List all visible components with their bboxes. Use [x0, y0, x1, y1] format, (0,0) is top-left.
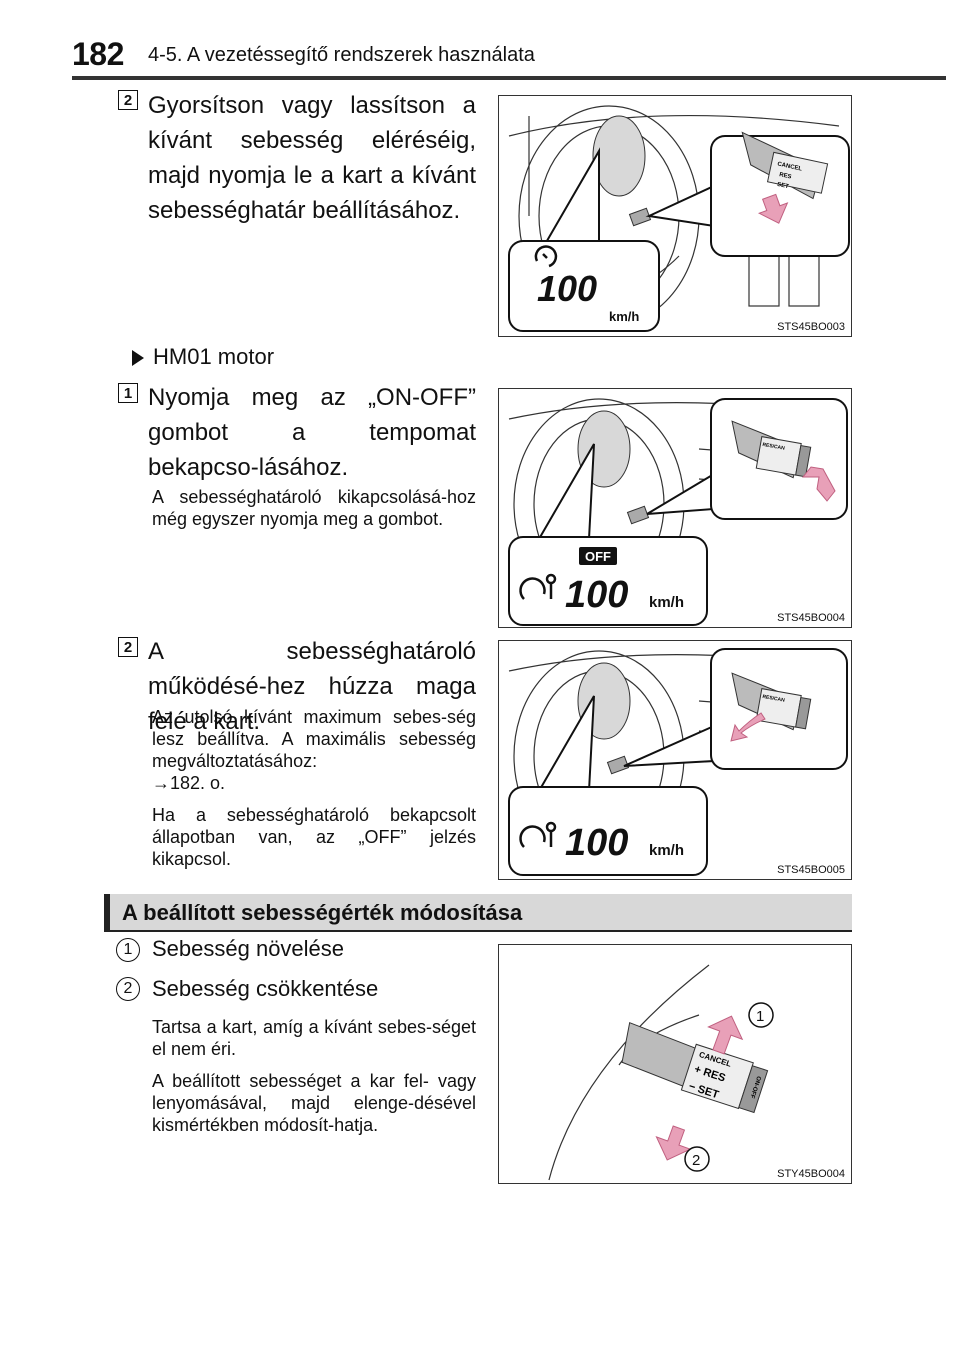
arrow-bullet-icon [132, 350, 144, 366]
callout-2: 2 [692, 1152, 700, 1169]
off-indicator: OFF [585, 549, 611, 564]
step-notes: Az utolsó kívánt maximum sebes-ség lesz … [152, 706, 476, 880]
cluster-illustration: RES/CAN OFF 100 km/h [508, 398, 848, 626]
speed-display-value: 100 [565, 822, 628, 864]
page-number: 182 [72, 36, 124, 72]
note-paragraph: Ha a sebességhatároló bekapcsolt állapot… [152, 805, 476, 869]
chapter-title: 4-5. A vezetéssegítő rendszerek használa… [148, 44, 535, 66]
svg-text:CANCEL: CANCEL [777, 161, 803, 172]
svg-text:SET: SET [777, 182, 790, 190]
speed-display-unit: km/h [649, 842, 684, 859]
list-item: Sebesség növelése [152, 936, 345, 961]
figure-lever-press-down: CANCEL RES SET 100 km/h STS45BO003 [498, 95, 852, 337]
figure-code: STS45BO004 [777, 612, 845, 624]
figure-code: STY45BO004 [777, 1168, 845, 1180]
step-badge: 2 [118, 637, 138, 657]
step-text: A sebességhatároló működésé-hez húzza ma… [148, 638, 476, 735]
speed-display-value: 100 [565, 574, 628, 616]
cluster-illustration: CANCEL RES SET 100 km/h [508, 105, 850, 332]
item-number: 2 [116, 977, 140, 1001]
figure-onoff-button: RES/CAN OFF 100 km/h STS45BO004 [498, 388, 852, 628]
step-text: Gyorsítson vagy lassítson a kívánt sebes… [148, 92, 476, 224]
note-paragraph: Az utolsó kívánt maximum sebes-ség lesz … [152, 707, 476, 771]
svg-text:RES: RES [779, 172, 792, 180]
svg-text:RES/CAN: RES/CAN [762, 694, 786, 704]
page-reference: →182. o. [152, 773, 226, 793]
step-badge: 2 [118, 90, 138, 110]
section-rule [104, 930, 852, 932]
speed-display-value: 100 [537, 268, 597, 309]
engine-heading: HM01 motor [153, 344, 275, 369]
svg-text:RES/CAN: RES/CAN [762, 442, 786, 452]
item-number: 1 [116, 938, 140, 962]
note-paragraph: Tartsa a kart, amíg a kívánt sebes-séget… [152, 1017, 476, 1059]
callout-1: 1 [756, 1008, 764, 1025]
lever-illustration: CANCEL + RES − SET ON-OFF 1 2 [548, 964, 774, 1181]
speed-display-unit: km/h [609, 309, 639, 324]
figure-code: STS45BO003 [777, 321, 845, 333]
cluster-illustration: RES/CAN 100 km/h [508, 648, 848, 876]
step-note: A sebességhatároló kikapcsolásá-hoz még … [152, 487, 476, 529]
step-badge: 1 [118, 383, 138, 403]
figure-lever-up-down: CANCEL + RES − SET ON-OFF 1 2 STY45BO004 [498, 944, 852, 1184]
figure-code: STS45BO005 [777, 864, 845, 876]
speed-display-unit: km/h [649, 594, 684, 611]
section-heading: A beállított sebességérték módosítása [104, 894, 852, 930]
header-rule [72, 76, 946, 80]
section-notes: Tartsa a kart, amíg a kívánt sebes-séget… [152, 1016, 476, 1146]
note-paragraph: A beállított sebességet a kar fel- vagy … [152, 1071, 476, 1135]
list-item: Sebesség csökkentése [152, 976, 379, 1001]
step-text: Nyomja meg az „ON-OFF” gombot a tempomat… [148, 384, 476, 481]
figure-pull-lever: RES/CAN 100 km/h STS45BO005 [498, 640, 852, 880]
